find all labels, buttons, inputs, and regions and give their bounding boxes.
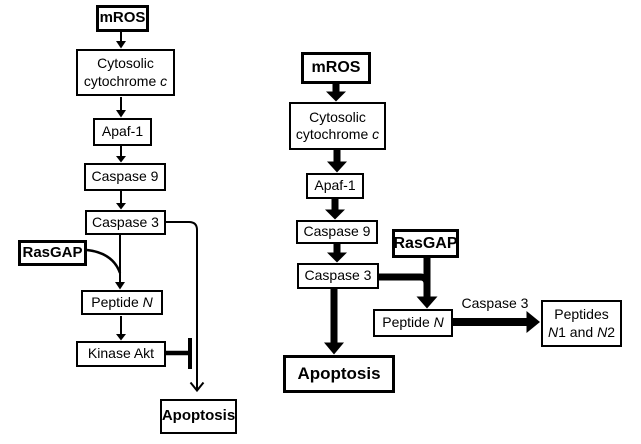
node-left-peptide-n: Peptide N <box>81 290 163 315</box>
node-right-caspase3: Caspase 3 <box>297 263 379 289</box>
node-right-apaf1: Apaf-1 <box>306 173 364 199</box>
label-text: mROS <box>311 59 361 77</box>
label-text: RasGAP <box>22 243 83 261</box>
label-italic: c <box>372 126 380 142</box>
open-arrowhead <box>189 381 205 393</box>
label-italic: N <box>548 323 559 340</box>
arrow-right-mros-to-cytochrome <box>326 84 346 102</box>
node-right-caspase9: Caspase 9 <box>296 220 378 244</box>
node-right-peptide-n: Peptide N <box>373 309 453 337</box>
node-left-mros: mROS <box>96 5 149 32</box>
node-right-rasgap: RasGAP <box>392 229 459 258</box>
label-italic: c <box>160 72 168 89</box>
arrow-left-caspase3-to-apoptosis <box>166 221 205 393</box>
arrow-label-caspase3: Caspase 3 <box>461 295 529 311</box>
label-text: Peptide N <box>382 314 444 331</box>
label-text: Caspase 9 <box>91 168 159 185</box>
arrow-right-caspase3-to-apoptosis <box>324 289 344 355</box>
arrow-left-caspase9-to-caspase3 <box>116 191 126 210</box>
node-right-apoptosis: Apoptosis <box>283 355 395 393</box>
curve-left-rasgap-join <box>86 248 122 274</box>
arrow-left-mros-to-cytochrome <box>116 32 126 49</box>
arrow-left-cytochrome-to-apaf1 <box>116 97 126 118</box>
arrow-left-apaf1-to-caspase9 <box>116 146 126 163</box>
node-left-caspase3: Caspase 3 <box>85 210 166 235</box>
node-left-kinase-akt: Kinase Akt <box>76 341 166 367</box>
node-left-rasgap: RasGAP <box>18 240 87 266</box>
arrow-right-cytochrome-to-apaf1 <box>327 150 347 173</box>
node-left-apaf1: Apaf-1 <box>93 118 152 146</box>
label-italic: N <box>142 293 153 310</box>
connector-right-caspase3-join <box>379 273 431 292</box>
node-left-apoptosis: Apoptosis <box>160 399 237 434</box>
label-text: Apoptosis <box>297 363 381 383</box>
label-text: Caspase 3 <box>92 213 159 230</box>
arrow-right-apaf1-to-caspase9 <box>325 199 345 220</box>
arrow-right-peptide-n-to-peptides-n1n2 <box>453 311 540 333</box>
label-text: Caspase 3 <box>304 267 372 284</box>
label-text: Kinase Akt <box>87 345 155 362</box>
label-italic: N <box>597 323 608 340</box>
label-text: Apoptosis <box>161 407 236 425</box>
label-text: Apaf-1 <box>314 177 356 194</box>
arrow-left-peptide-n-to-kinase-akt <box>116 316 126 341</box>
inhibition-left-kinase-akt <box>166 338 192 369</box>
node-right-mros: mROS <box>301 52 371 84</box>
label-text: Peptide N <box>91 293 153 310</box>
label-text: RasGAP <box>393 234 458 252</box>
node-left-caspase9: Caspase 9 <box>84 163 166 191</box>
label-text: mROS <box>99 9 146 27</box>
label-text: Caspase 9 <box>303 223 371 240</box>
arrow-left-caspase3-to-peptide-n <box>115 235 125 290</box>
arrow-right-caspase9-to-caspase3 <box>327 244 347 263</box>
label-text: Apaf-1 <box>101 123 144 140</box>
arrow-right-rasgap-to-peptide-n <box>416 258 438 309</box>
label-italic: N <box>433 314 444 331</box>
